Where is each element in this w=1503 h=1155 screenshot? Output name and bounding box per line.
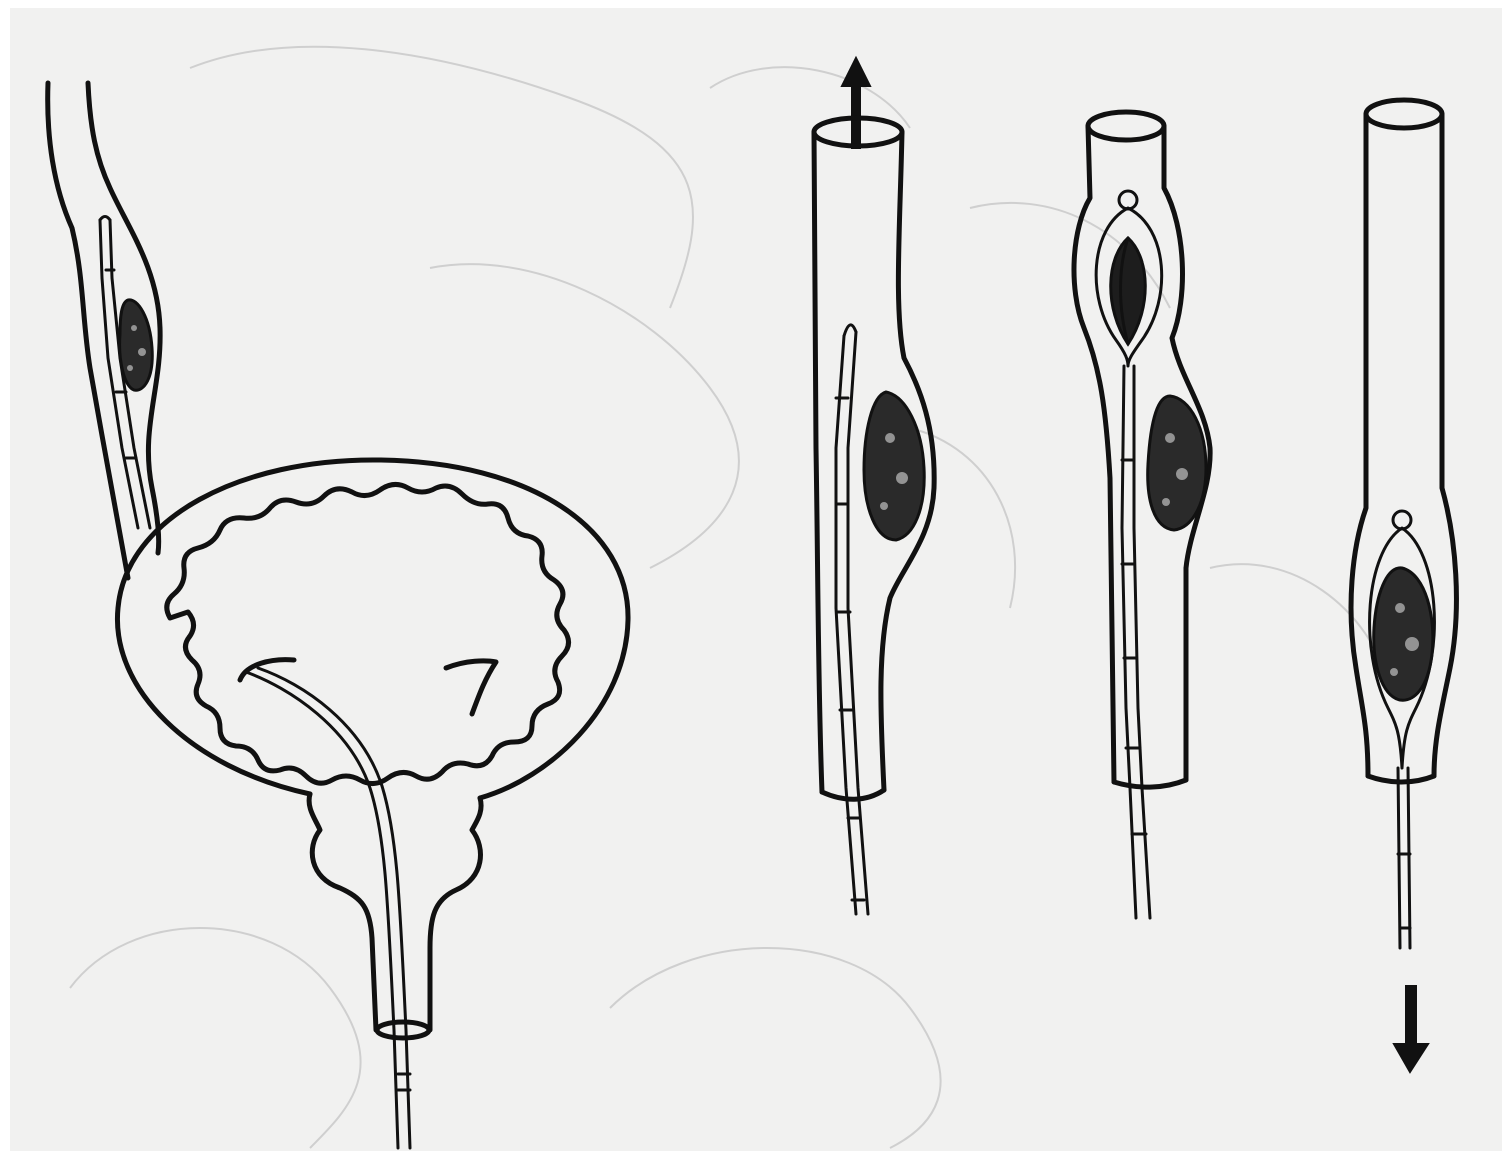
ureter-segment-3-top — [1366, 100, 1442, 128]
figure-sheet — [10, 8, 1502, 1151]
ureter-segment-1-left — [814, 132, 822, 792]
ureter-segment-2-top — [1088, 112, 1164, 140]
stage-1-catheter-right — [848, 332, 868, 914]
stage-1-catheter-left — [836, 336, 856, 914]
urethra-opening — [377, 1022, 429, 1038]
ureteric-orifice-right — [446, 661, 496, 714]
ureter-segment-3-left — [1351, 114, 1368, 776]
stage-2-basket-inner — [1111, 238, 1146, 344]
stage-3-stone — [1374, 568, 1433, 700]
stage-3-catheter-left — [1398, 768, 1400, 948]
bladder-neck-left — [309, 794, 376, 1030]
cystoscope-catheter-outer — [246, 672, 398, 1148]
background-sketch — [70, 47, 1390, 1148]
panel-stage-3 — [1351, 100, 1456, 1072]
stage-2-stone — [1148, 396, 1206, 530]
ureteroscopic-basket-extraction-diagram — [10, 8, 1502, 1151]
stage-2-basket-tip — [1119, 191, 1137, 209]
stage-1-stone — [864, 392, 924, 540]
up-arrow — [842, 58, 870, 148]
ureter-stone — [120, 300, 153, 390]
stage-3-basket-tip — [1393, 511, 1411, 529]
panel-stage-2 — [1074, 112, 1210, 918]
panel-bladder-ureter-overview — [48, 83, 628, 1148]
panel-stage-1 — [814, 58, 934, 914]
down-arrow — [1394, 986, 1428, 1072]
ureter-segment-3-right — [1434, 114, 1456, 776]
stage-3-catheter-right — [1408, 768, 1410, 948]
bladder-mucosa — [167, 484, 569, 783]
bladder-neck-right — [430, 798, 481, 1030]
